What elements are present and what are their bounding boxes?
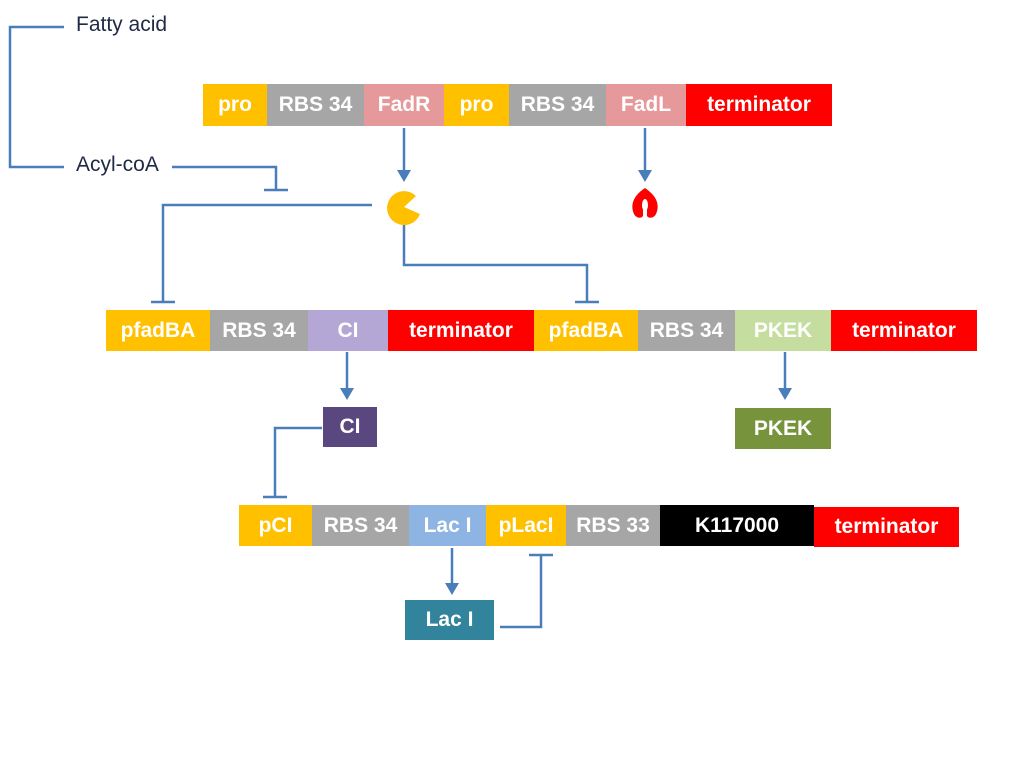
gene-pkek: PKEK [735,310,831,351]
protein-ci: CI [323,407,377,447]
terminator-3: terminator [831,310,977,351]
fadl-arrowhead [638,170,652,182]
promoter-pro-2: pro [444,84,509,126]
promoter-pro-1: pro [203,84,267,126]
promoter-placi: pLacI [486,505,566,546]
promoter-pci: pCI [239,505,312,546]
transporter-pore [642,199,648,211]
rbs-34-pkek: RBS 34 [638,310,735,351]
pacman-protein-icon [387,191,420,226]
ci-arrowhead [340,388,354,400]
laci-arrowhead [445,583,459,595]
terminator-1: terminator [686,84,832,126]
acyl-coa-inhibition-line [172,165,278,190]
rbs-33: RBS 33 [566,505,660,546]
fatty-acid-to-acyl-coa-line [8,25,64,169]
laci-repression-line [500,555,543,629]
gene-ci: CI [308,310,388,351]
gene-fadl: FadL [606,84,686,126]
terminator-4: terminator [814,507,959,547]
rbs-34-fadl: RBS 34 [509,84,606,126]
rbs-34-fadr: RBS 34 [267,84,364,126]
rbs-34-laci: RBS 34 [312,505,409,546]
gene-laci: Lac I [409,505,486,546]
fadr-arrowhead [397,170,411,182]
rbs-34-ci: RBS 34 [210,310,308,351]
part-k117000: K117000 [660,505,814,546]
pkek-arrowhead [778,388,792,400]
terminator-2: terminator [388,310,534,351]
fatty-acid-label: Fatty acid [76,13,168,36]
gene-fadr: FadR [364,84,444,126]
protein-pkek: PKEK [735,408,831,449]
promoter-pfadba-2: pfadBA [534,310,638,351]
ci-repression-line [273,426,322,497]
acyl-coa-label: Acyl-coA [76,153,159,176]
protein-laci: Lac I [405,600,494,640]
fadr-right-repression-line [402,225,589,302]
promoter-pfadba-1: pfadBA [106,310,210,351]
fadr-left-repression-line [161,203,372,302]
